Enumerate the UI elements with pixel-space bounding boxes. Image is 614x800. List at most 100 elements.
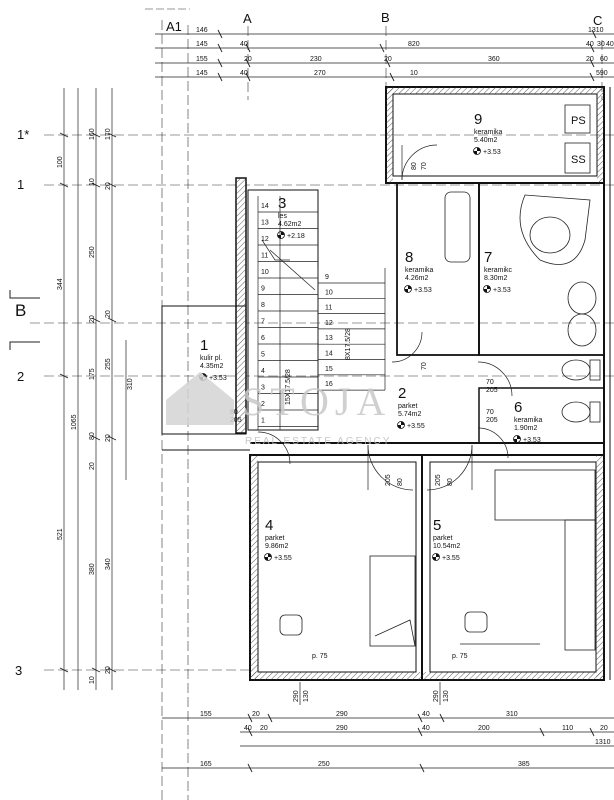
desk-4 — [369, 555, 416, 647]
stairs — [257, 196, 386, 430]
room-area: 4.35m2 — [200, 363, 223, 370]
stair-step-number: 6 — [261, 335, 265, 342]
room-area: 8.30m2 — [484, 275, 507, 282]
toilet-2 — [561, 401, 591, 423]
dim-top-2d: 40 — [586, 41, 594, 48]
top-dimensions — [155, 29, 614, 82]
room-finish: keramika — [405, 267, 434, 274]
room-number: 3 — [278, 195, 286, 212]
bottom-dimensions — [162, 682, 614, 773]
stair-step-number: 12 — [325, 320, 333, 327]
stair-step-number: 10 — [325, 289, 333, 296]
room-level: +3.55 — [442, 555, 460, 562]
dim-bot-2b: 20 — [260, 725, 268, 732]
stair-label-b: 8X17.5/28 — [345, 328, 352, 360]
top-dimension-labels: 146 1310 145 40 820 40 30 40 155 20 230 … — [196, 27, 614, 77]
dim-top-2b: 40 — [240, 41, 248, 48]
dim-under-c: 290 — [433, 690, 440, 702]
stair-step-number: 13 — [325, 335, 333, 342]
dim-bot-1b: 20 — [252, 711, 260, 718]
bottom-dimension-labels: 155 20 290 40 310 40 20 290 40 200 110 2… — [200, 690, 611, 768]
dim-left-s: 340 — [105, 558, 112, 570]
room-area: 5.74m2 — [398, 411, 421, 418]
dim-left-b: 344 — [57, 278, 64, 290]
stair-step-number: 16 — [325, 381, 333, 388]
room-number: 2 — [398, 385, 406, 402]
axis-row-2: 2 — [17, 369, 24, 384]
dim-bot-2e: 200 — [478, 725, 490, 732]
stair-step-number: 10 — [261, 269, 269, 276]
room-finish: kulir pl. — [200, 355, 222, 362]
bed-5 — [494, 469, 596, 521]
op-3b: 205 — [486, 417, 498, 424]
room-number: 5 — [433, 517, 441, 534]
house-logo-icon — [166, 372, 234, 425]
room-level: +3.53 — [414, 287, 432, 294]
dim-top-2f: 40 — [606, 41, 614, 48]
op-7a: 205 — [435, 474, 442, 486]
shower-tray — [444, 191, 471, 263]
room-area: 5.40m2 — [474, 137, 497, 144]
stair-step-number: 2 — [261, 401, 265, 408]
dim-left-i: 175 — [89, 368, 96, 380]
room-finish: parket — [433, 535, 453, 542]
dim-bot-1a: 155 — [200, 711, 212, 718]
stair-step-number: 14 — [325, 351, 333, 358]
fixture-tags: PS SS — [571, 115, 586, 166]
stair-step-number: 13 — [261, 220, 269, 227]
dim-left-h: 20 — [89, 315, 96, 323]
dim-left-u: 310 — [127, 378, 134, 390]
op-4b: 70 — [421, 162, 428, 170]
dim-top-2a: 145 — [196, 41, 208, 48]
ps-label: PS — [571, 115, 586, 127]
door-swings — [257, 144, 513, 491]
room-number: 6 — [514, 399, 522, 416]
room-level: +3.53 — [483, 149, 501, 156]
sink-2 — [567, 313, 597, 347]
dim-left-l: 380 — [89, 563, 96, 575]
room-area: 4.62m2 — [278, 221, 301, 228]
stair-step-number: 11 — [325, 305, 332, 312]
room-finish: keramika — [514, 417, 543, 424]
watermark-sub: REAL ESTATE AGENCY — [245, 436, 391, 447]
stair-step-number: 15 — [325, 366, 333, 373]
stair-step-number: 14 — [261, 203, 269, 210]
dim-left-d: 521 — [57, 528, 64, 540]
window-5: p. 75 — [452, 653, 468, 660]
dim-left-p: 20 — [105, 310, 112, 318]
dim-top-1b: 1310 — [588, 27, 604, 34]
room-number: 1 — [200, 337, 208, 354]
room-area: 10.54m2 — [433, 543, 460, 550]
room-number: 7 — [484, 249, 492, 266]
window-4: p. 75 — [312, 653, 328, 660]
stair-step-number: 9 — [261, 286, 265, 293]
dim-top-2c: 820 — [408, 41, 420, 48]
room-number: 4 — [265, 517, 273, 534]
dim-bot-4b: 250 — [318, 761, 330, 768]
dim-left-r: 20 — [105, 434, 112, 442]
dim-top-3g: 60 — [600, 56, 608, 63]
level-marker-fill — [397, 421, 405, 429]
room-level: +2.18 — [287, 233, 305, 240]
op-2b: 205 — [486, 387, 498, 394]
op-4a: 80 — [411, 162, 418, 170]
dim-left-f: 10 — [89, 178, 96, 186]
stair-step-number: 9 — [325, 274, 329, 281]
dim-top-2e: 30 — [597, 41, 605, 48]
ps-box — [564, 104, 591, 134]
dim-left-n: 170 — [105, 128, 112, 140]
dim-top-4b: 40 — [240, 70, 248, 77]
dim-left-t: 20 — [105, 666, 112, 674]
op-6b: 80 — [397, 478, 404, 486]
dim-left-j: 80 — [89, 432, 96, 440]
room-finish: parket — [265, 535, 285, 542]
axis-row-b: B — [15, 301, 26, 320]
op-6a: 205 — [385, 474, 392, 486]
axis-labels: A1 A B C 1* 1 B 2 3 — [9, 8, 602, 678]
ss-label: SS — [571, 154, 586, 166]
dim-left-m: 10 — [89, 676, 96, 684]
dim-bot-2d: 40 — [422, 725, 430, 732]
